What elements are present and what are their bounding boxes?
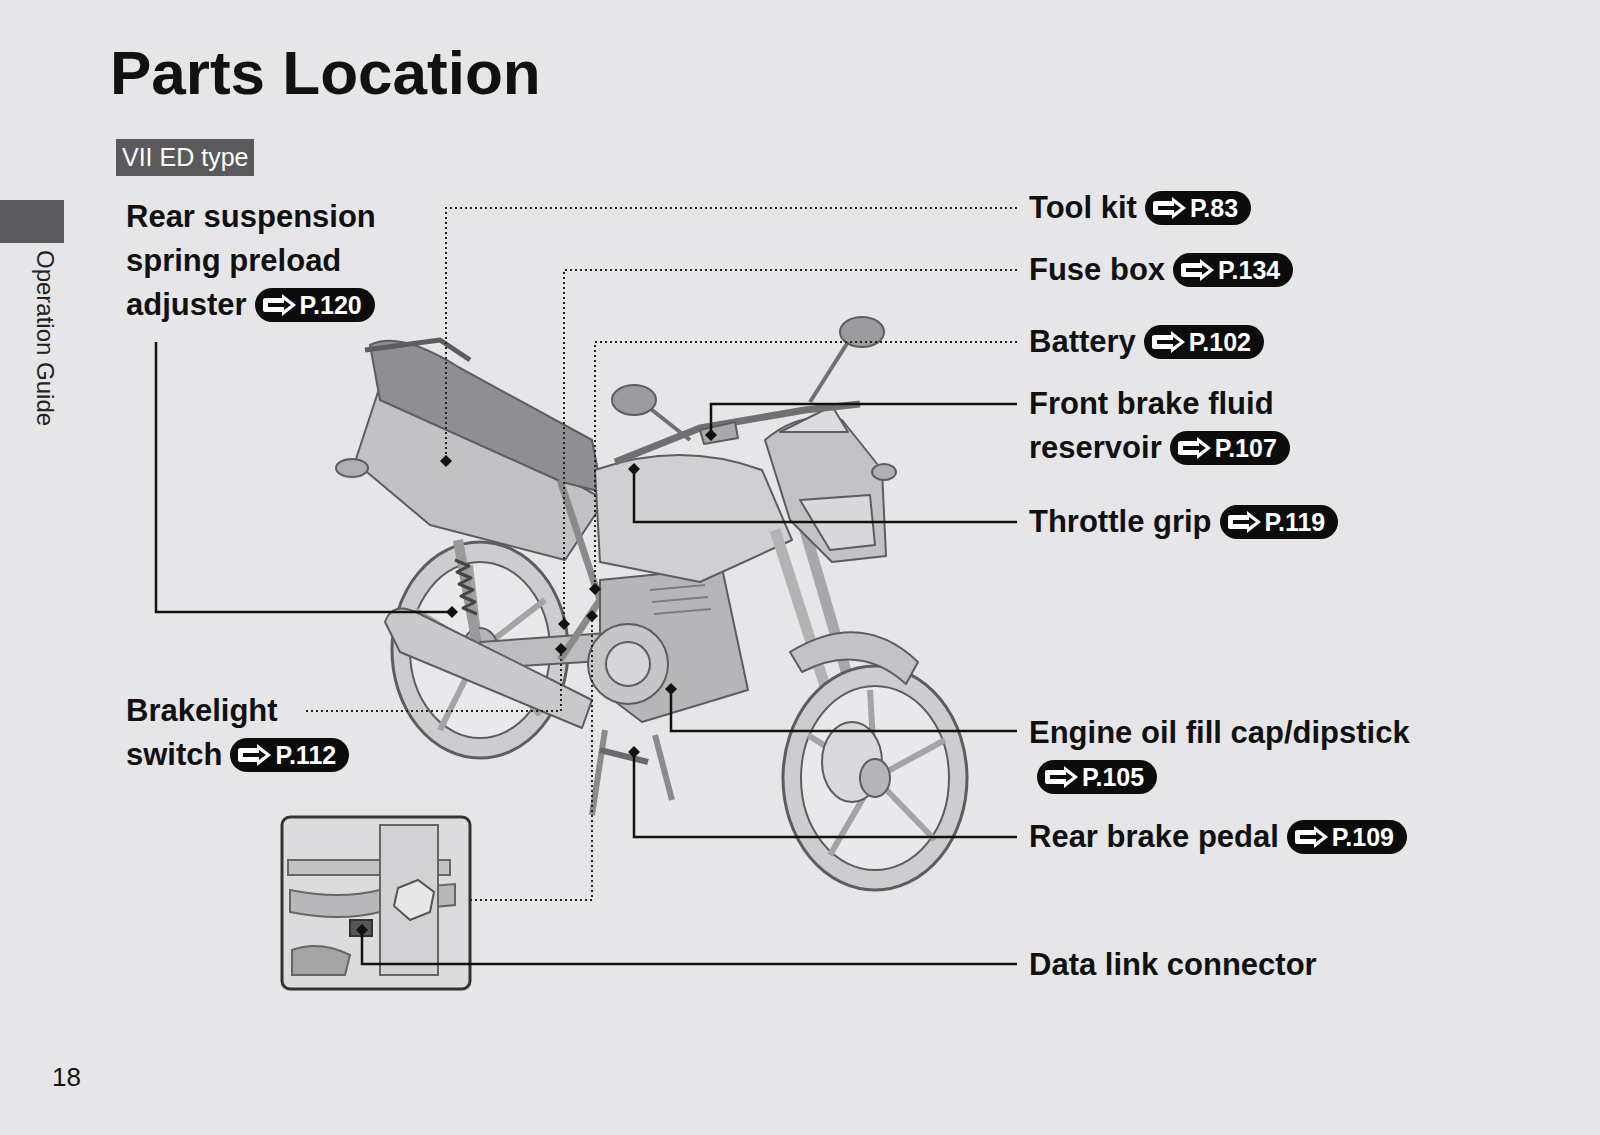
part-name: Throttle grip: [1029, 504, 1212, 539]
callout-group: Throttle grip P.119: [1029, 500, 1529, 544]
part-name: Data link connector: [1029, 947, 1317, 982]
callout-group: Rear brake pedal P.109: [1029, 815, 1569, 859]
arrow-icon: [235, 744, 273, 766]
page-reference: P.83: [1145, 191, 1251, 225]
page-ref-text: P.109: [1332, 823, 1394, 851]
callout-group: Fuse box P.134: [1029, 248, 1529, 292]
section-tab-text: Operation Guide: [33, 250, 57, 426]
page-reference: P.109: [1287, 820, 1407, 854]
callout-group: Tool kit P.83: [1029, 186, 1529, 230]
part-name: Tool kit: [1029, 190, 1137, 225]
callout-group: Brakelight switchP.112: [126, 689, 376, 777]
arrow-icon: [1150, 197, 1188, 219]
page-ref-text: P.107: [1215, 434, 1277, 462]
side-tab: [0, 200, 64, 243]
part-name: Battery: [1029, 324, 1136, 359]
page-title: Parts Location: [110, 42, 541, 104]
arrow-icon: [1225, 511, 1263, 533]
page-ref-text: P.134: [1218, 256, 1280, 284]
page-reference: P.120: [255, 288, 375, 322]
callout-group: Engine oil fill cap/dipstickP.105: [1029, 711, 1474, 799]
page-number: 18: [52, 1064, 81, 1090]
arrow-icon: [1292, 826, 1330, 848]
arrow-icon: [1175, 437, 1213, 459]
callout-group: Front brake fluid reservoirP.107: [1029, 382, 1339, 470]
page-ref-text: P.105: [1082, 763, 1144, 791]
leader-lines: [156, 342, 1017, 964]
callout-group: Battery P.102: [1029, 320, 1529, 364]
page-reference: P.107: [1170, 431, 1290, 465]
part-name: Fuse box: [1029, 252, 1165, 287]
arrow-icon: [1042, 766, 1080, 788]
page-reference: P.119: [1220, 505, 1339, 539]
page-reference: P.112: [230, 738, 349, 772]
type-text: VII ED type: [122, 143, 248, 171]
callout-group: Rear suspension spring preload adjusterP…: [126, 195, 426, 327]
dotted-leader-lines: [306, 208, 1017, 900]
part-name: Engine oil fill cap/dipstick: [1029, 715, 1410, 750]
leader-dots: [356, 429, 717, 936]
page-ref-text: P.120: [300, 291, 362, 319]
arrow-icon: [1149, 331, 1187, 353]
page-ref-text: P.119: [1265, 508, 1326, 536]
page-ref-text: P.102: [1189, 328, 1251, 356]
callout-group: Data link connector: [1029, 943, 1569, 987]
type-tag: VII ED type: [116, 139, 254, 176]
page-reference: P.134: [1173, 253, 1293, 287]
page-reference: P.102: [1144, 325, 1264, 359]
page-ref-text: P.83: [1190, 194, 1238, 222]
arrow-icon: [1178, 259, 1216, 281]
part-name: Rear brake pedal: [1029, 819, 1279, 854]
page-reference: P.105: [1037, 760, 1157, 794]
page-ref-text: P.112: [275, 741, 336, 769]
arrow-icon: [260, 294, 298, 316]
